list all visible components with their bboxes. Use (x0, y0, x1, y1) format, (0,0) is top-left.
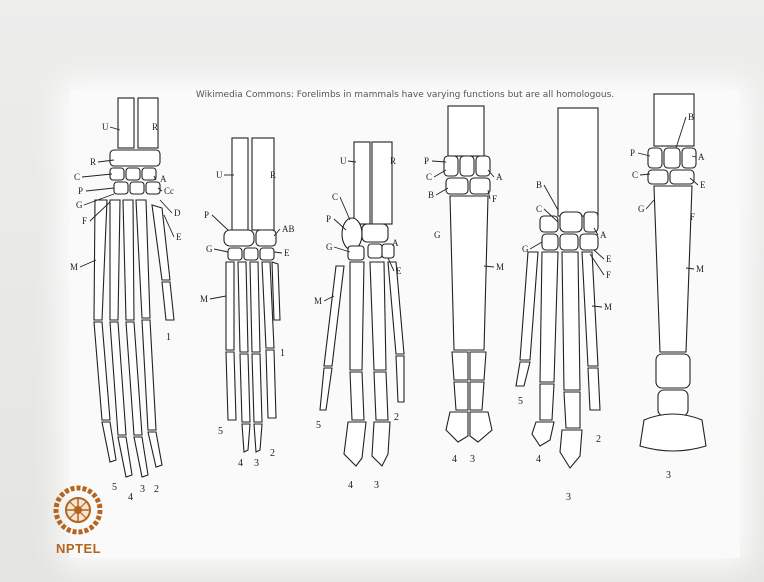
svg-text:M: M (314, 296, 322, 306)
svg-text:M: M (200, 294, 208, 304)
svg-text:B: B (536, 180, 542, 190)
svg-text:P: P (326, 214, 331, 224)
svg-text:D: D (174, 208, 181, 218)
svg-text:G: G (434, 230, 441, 240)
svg-text:5: 5 (316, 420, 321, 431)
svg-text:3: 3 (566, 492, 571, 503)
svg-text:E: E (176, 232, 182, 242)
svg-text:2: 2 (154, 484, 159, 495)
svg-text:2: 2 (394, 412, 399, 423)
svg-text:G: G (638, 204, 645, 214)
svg-text:4: 4 (536, 454, 541, 465)
svg-text:C: C (74, 172, 80, 182)
forelimb-illustration: U R R C A P Cc G D F E M 1 2 3 4 5 (70, 90, 740, 558)
svg-text:F: F (82, 216, 87, 226)
limb-4: P C A B F G M 3 4 (424, 106, 504, 465)
svg-text:R: R (90, 157, 96, 167)
svg-text:P: P (630, 148, 635, 158)
svg-text:B: B (428, 190, 434, 200)
svg-text:C: C (426, 172, 432, 182)
svg-text:A: A (496, 172, 503, 182)
svg-text:C: C (536, 204, 542, 214)
svg-text:B: B (688, 112, 694, 122)
svg-text:R: R (270, 170, 276, 180)
svg-text:A: A (698, 152, 705, 162)
svg-text:5: 5 (112, 482, 117, 493)
nptel-logo-text: NPTEL (56, 541, 101, 556)
svg-text:P: P (424, 156, 429, 166)
svg-text:M: M (604, 302, 612, 312)
slide-content: Wikimedia Commons: Forelimbs in mammals … (70, 90, 740, 558)
limb-2: U R P AB G E M 1 2 3 4 5 (200, 138, 295, 469)
limb-6: B P A C E G F M 3 (630, 94, 706, 481)
svg-text:E: E (396, 266, 402, 276)
svg-text:5: 5 (218, 426, 223, 437)
svg-text:G: G (76, 200, 83, 210)
svg-text:E: E (700, 180, 706, 190)
svg-text:Cc: Cc (164, 186, 174, 196)
svg-text:A: A (600, 230, 607, 240)
svg-text:F: F (492, 194, 497, 204)
svg-text:R: R (152, 122, 158, 132)
svg-text:3: 3 (470, 454, 475, 465)
svg-text:5: 5 (518, 396, 523, 407)
svg-text:U: U (340, 156, 347, 166)
svg-text:C: C (332, 192, 338, 202)
svg-text:1: 1 (280, 348, 285, 359)
svg-text:3: 3 (374, 480, 379, 491)
svg-text:3: 3 (666, 470, 671, 481)
svg-text:E: E (606, 254, 612, 264)
svg-text:M: M (70, 262, 78, 272)
svg-text:G: G (206, 244, 213, 254)
svg-text:A: A (160, 174, 167, 184)
svg-text:P: P (204, 210, 209, 220)
svg-text:G: G (326, 242, 333, 252)
svg-text:F: F (690, 212, 695, 222)
svg-text:4: 4 (128, 492, 133, 503)
svg-text:G: G (522, 244, 529, 254)
nptel-wheel-icon (50, 482, 106, 538)
svg-text:2: 2 (596, 434, 601, 445)
svg-text:4: 4 (348, 480, 353, 491)
svg-text:3: 3 (140, 484, 145, 495)
svg-text:U: U (102, 122, 109, 132)
limb-1: U R R C A P Cc G D F E M 1 2 3 4 5 (70, 98, 182, 503)
svg-text:3: 3 (254, 458, 259, 469)
limb-5: B C A G E F M 2 3 4 5 (516, 108, 612, 503)
svg-text:1: 1 (166, 332, 171, 343)
svg-text:M: M (496, 262, 504, 272)
svg-text:2: 2 (270, 448, 275, 459)
svg-text:U: U (216, 170, 223, 180)
svg-text:E: E (284, 248, 290, 258)
svg-text:AB: AB (282, 224, 295, 234)
svg-text:P: P (78, 186, 83, 196)
svg-text:M: M (696, 264, 704, 274)
svg-text:C: C (632, 170, 638, 180)
svg-text:4: 4 (238, 458, 243, 469)
svg-text:F: F (606, 270, 611, 280)
svg-text:4: 4 (452, 454, 457, 465)
limb-3: U R C P G A E M 2 3 4 5 (314, 142, 404, 491)
svg-text:A: A (392, 238, 399, 248)
svg-text:R: R (390, 156, 396, 166)
